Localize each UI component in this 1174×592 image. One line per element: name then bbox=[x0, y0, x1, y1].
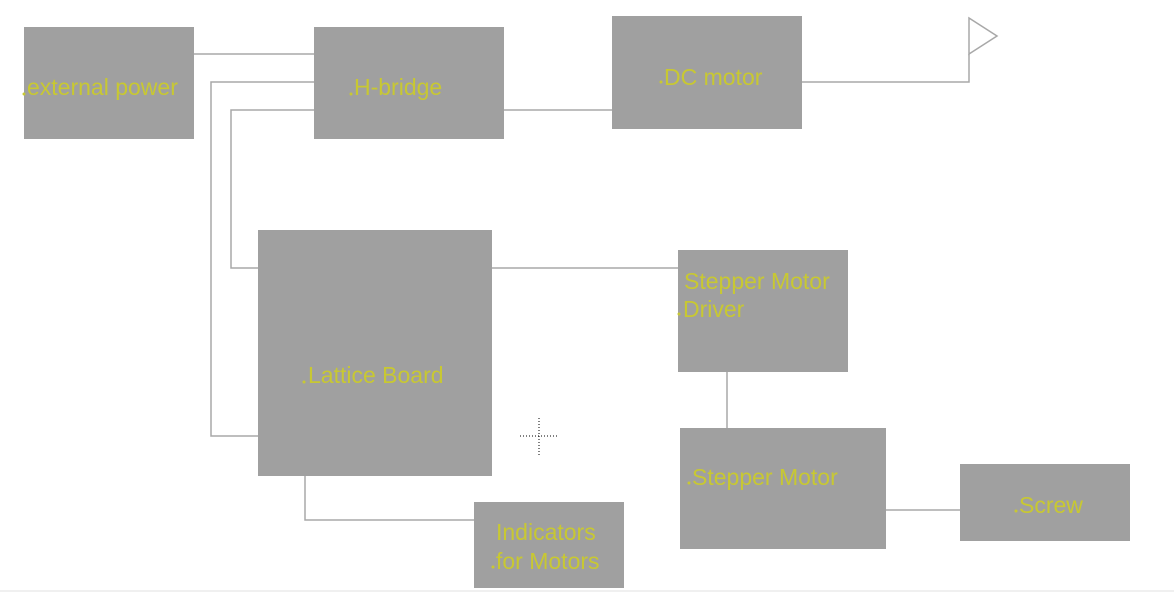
block-h-bridge[interactable]: H-bridge bbox=[314, 27, 504, 139]
block-indicators-for-motors-box bbox=[474, 502, 624, 588]
anchor-dot bbox=[22, 92, 26, 96]
connections bbox=[194, 53, 970, 521]
wire-lattice-to-hbridge-inner bbox=[230, 109, 314, 269]
block-screw-label: Screw bbox=[1019, 492, 1083, 518]
block-stepper-motor-box bbox=[680, 428, 886, 549]
block-lattice-board-box bbox=[258, 230, 492, 476]
block-dc-motor[interactable]: DC motor bbox=[612, 16, 802, 129]
block-stepper-motor-label: Stepper Motor bbox=[692, 464, 838, 490]
block-stepper-motor[interactable]: Stepper Motor bbox=[680, 428, 886, 549]
output-arrow-icon bbox=[968, 16, 999, 56]
block-h-bridge-box bbox=[314, 27, 504, 139]
block-lattice-board[interactable]: Lattice Board bbox=[258, 230, 492, 476]
wire-lattice-to-hbridge-outer bbox=[210, 81, 314, 437]
block-screw-box bbox=[960, 464, 1130, 541]
anchor-dot bbox=[677, 312, 681, 316]
block-stepper-motor-driver-label-line1: Stepper Motor bbox=[684, 268, 830, 294]
block-lattice-board-label: Lattice Board bbox=[308, 362, 444, 388]
block-dc-motor-box bbox=[612, 16, 802, 129]
block-dc-motor-label: DC motor bbox=[664, 64, 763, 90]
block-screw[interactable]: Screw bbox=[960, 464, 1130, 541]
block-h-bridge-label: H-bridge bbox=[354, 74, 442, 100]
anchor-dot bbox=[302, 380, 306, 384]
block-external-power-label: external power bbox=[27, 74, 178, 100]
crosshair-cursor-icon bbox=[520, 418, 558, 456]
block-stepper-motor-driver[interactable]: Stepper Motor Driver bbox=[677, 250, 849, 372]
block-indicators-for-motors[interactable]: Indicators for Motors bbox=[474, 502, 624, 588]
bottom-border bbox=[0, 590, 1174, 592]
block-external-power[interactable]: external power bbox=[22, 27, 195, 139]
block-external-power-box bbox=[24, 27, 194, 139]
block-indicators-label-line2: for Motors bbox=[496, 548, 600, 574]
block-stepper-motor-driver-label-line2: Driver bbox=[683, 296, 745, 322]
block-stepper-motor-driver-box bbox=[678, 250, 848, 372]
anchor-dot bbox=[659, 80, 663, 84]
wire-lattice-to-indicators bbox=[304, 476, 474, 521]
block-indicators-label-line1: Indicators bbox=[496, 519, 596, 545]
anchor-dot bbox=[1014, 509, 1018, 513]
anchor-dot bbox=[349, 92, 353, 96]
anchor-dot bbox=[687, 481, 691, 485]
wire-dcmotor-to-output bbox=[802, 54, 970, 83]
anchor-dot bbox=[491, 565, 495, 569]
